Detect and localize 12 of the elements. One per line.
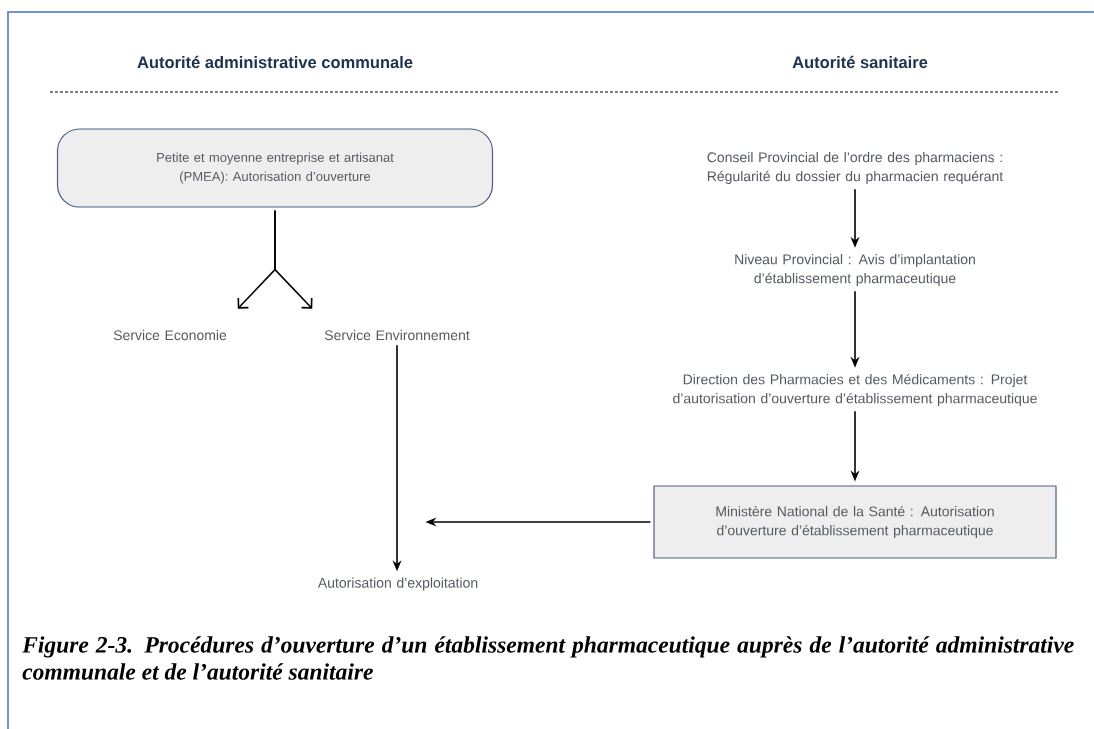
step-text: Service Economie [113,329,227,341]
step-text: Conseil Provincial de l’ordre des pharmaciens : Régularité du dossier du pharmacien requérant [707,152,1004,185]
process-box: Ministère National de la Santé : Autorisation d’ouverture d’établissement pharmaceutique [653,485,1057,559]
arrow [274,209,313,309]
rounded-box: Petite et moyenne entreprise et artisanat (PMEA): Autorisation d’ouverture [56,128,494,208]
figure-caption: Figure 2-3. Procédures d’ouverture d’un établissement pharmaceutique auprès de l’autorité administrative communale et de l’autorité sanitaire [22,636,1074,680]
column-heading: Autorité sanitaire [792,55,928,69]
step-text: Direction des Pharmacies et des Médicaments : Projet d’autorisation d’ouverture d’établissement pharmaceutique [673,373,1037,407]
column-heading: Autorité administrative communale [137,55,413,69]
step-text: Autorisation d’exploitation [317,577,478,591]
step-text: Niveau Provincial : Avis d’implantation d’établissement pharmaceutique [735,254,975,287]
step-text: Service Environnement [324,329,470,341]
